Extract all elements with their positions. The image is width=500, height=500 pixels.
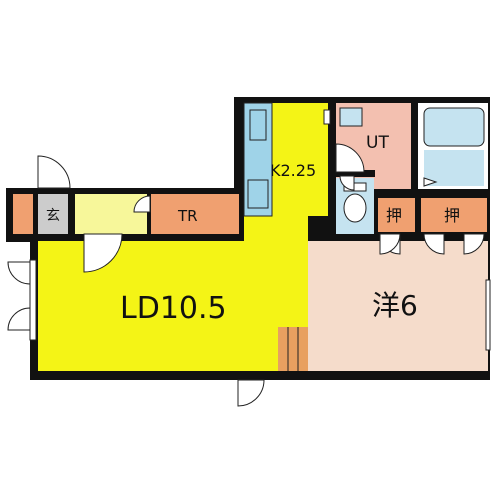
door-bottom (237, 379, 265, 407)
door-toilet (339, 175, 355, 191)
kitchen-stove (247, 179, 269, 209)
label-entrance: 玄 (46, 207, 60, 224)
label-closet-right: 押 (444, 206, 460, 225)
closet-left-floor (378, 198, 415, 232)
door-ut (335, 143, 365, 173)
ut-wall-bottom (330, 170, 375, 177)
door-swings (7, 143, 485, 407)
door-western-closet (379, 233, 401, 255)
hall-floor (75, 194, 147, 234)
bathtub (423, 107, 485, 147)
toilet-bowl (343, 193, 367, 223)
door-tr (133, 195, 151, 213)
toilet-tank (343, 182, 367, 192)
ut-washbasin (339, 107, 363, 127)
door-left-upper (7, 261, 31, 285)
window-left (29, 259, 37, 341)
label-closet-left: 押 (386, 206, 402, 225)
label-western: 洋6 (372, 289, 418, 322)
label-ld: LD10.5 (120, 291, 227, 326)
door-closet-right-a (423, 233, 445, 255)
entrance-left-strip (13, 194, 33, 234)
door-closet-right-b (463, 233, 485, 255)
door-entrance-top (37, 155, 71, 189)
kitchen-sink (249, 109, 267, 141)
label-ut: UT (366, 133, 389, 153)
door-hall-bottom (83, 233, 123, 273)
kitchen-counter (243, 102, 273, 217)
door-left-lower (7, 307, 31, 331)
label-kitchen: K2.25 (270, 161, 316, 180)
western-room-floor (308, 241, 488, 371)
bathroom-floor-lower (424, 150, 484, 186)
entrance-floor (38, 194, 68, 234)
stair-block (278, 327, 308, 371)
bath-door-marker (423, 177, 438, 187)
tr-floor (151, 194, 239, 234)
closet-right-floor (421, 198, 487, 232)
label-tr: TR (177, 207, 198, 225)
window-right (485, 279, 491, 351)
fridge-marker (323, 109, 331, 125)
